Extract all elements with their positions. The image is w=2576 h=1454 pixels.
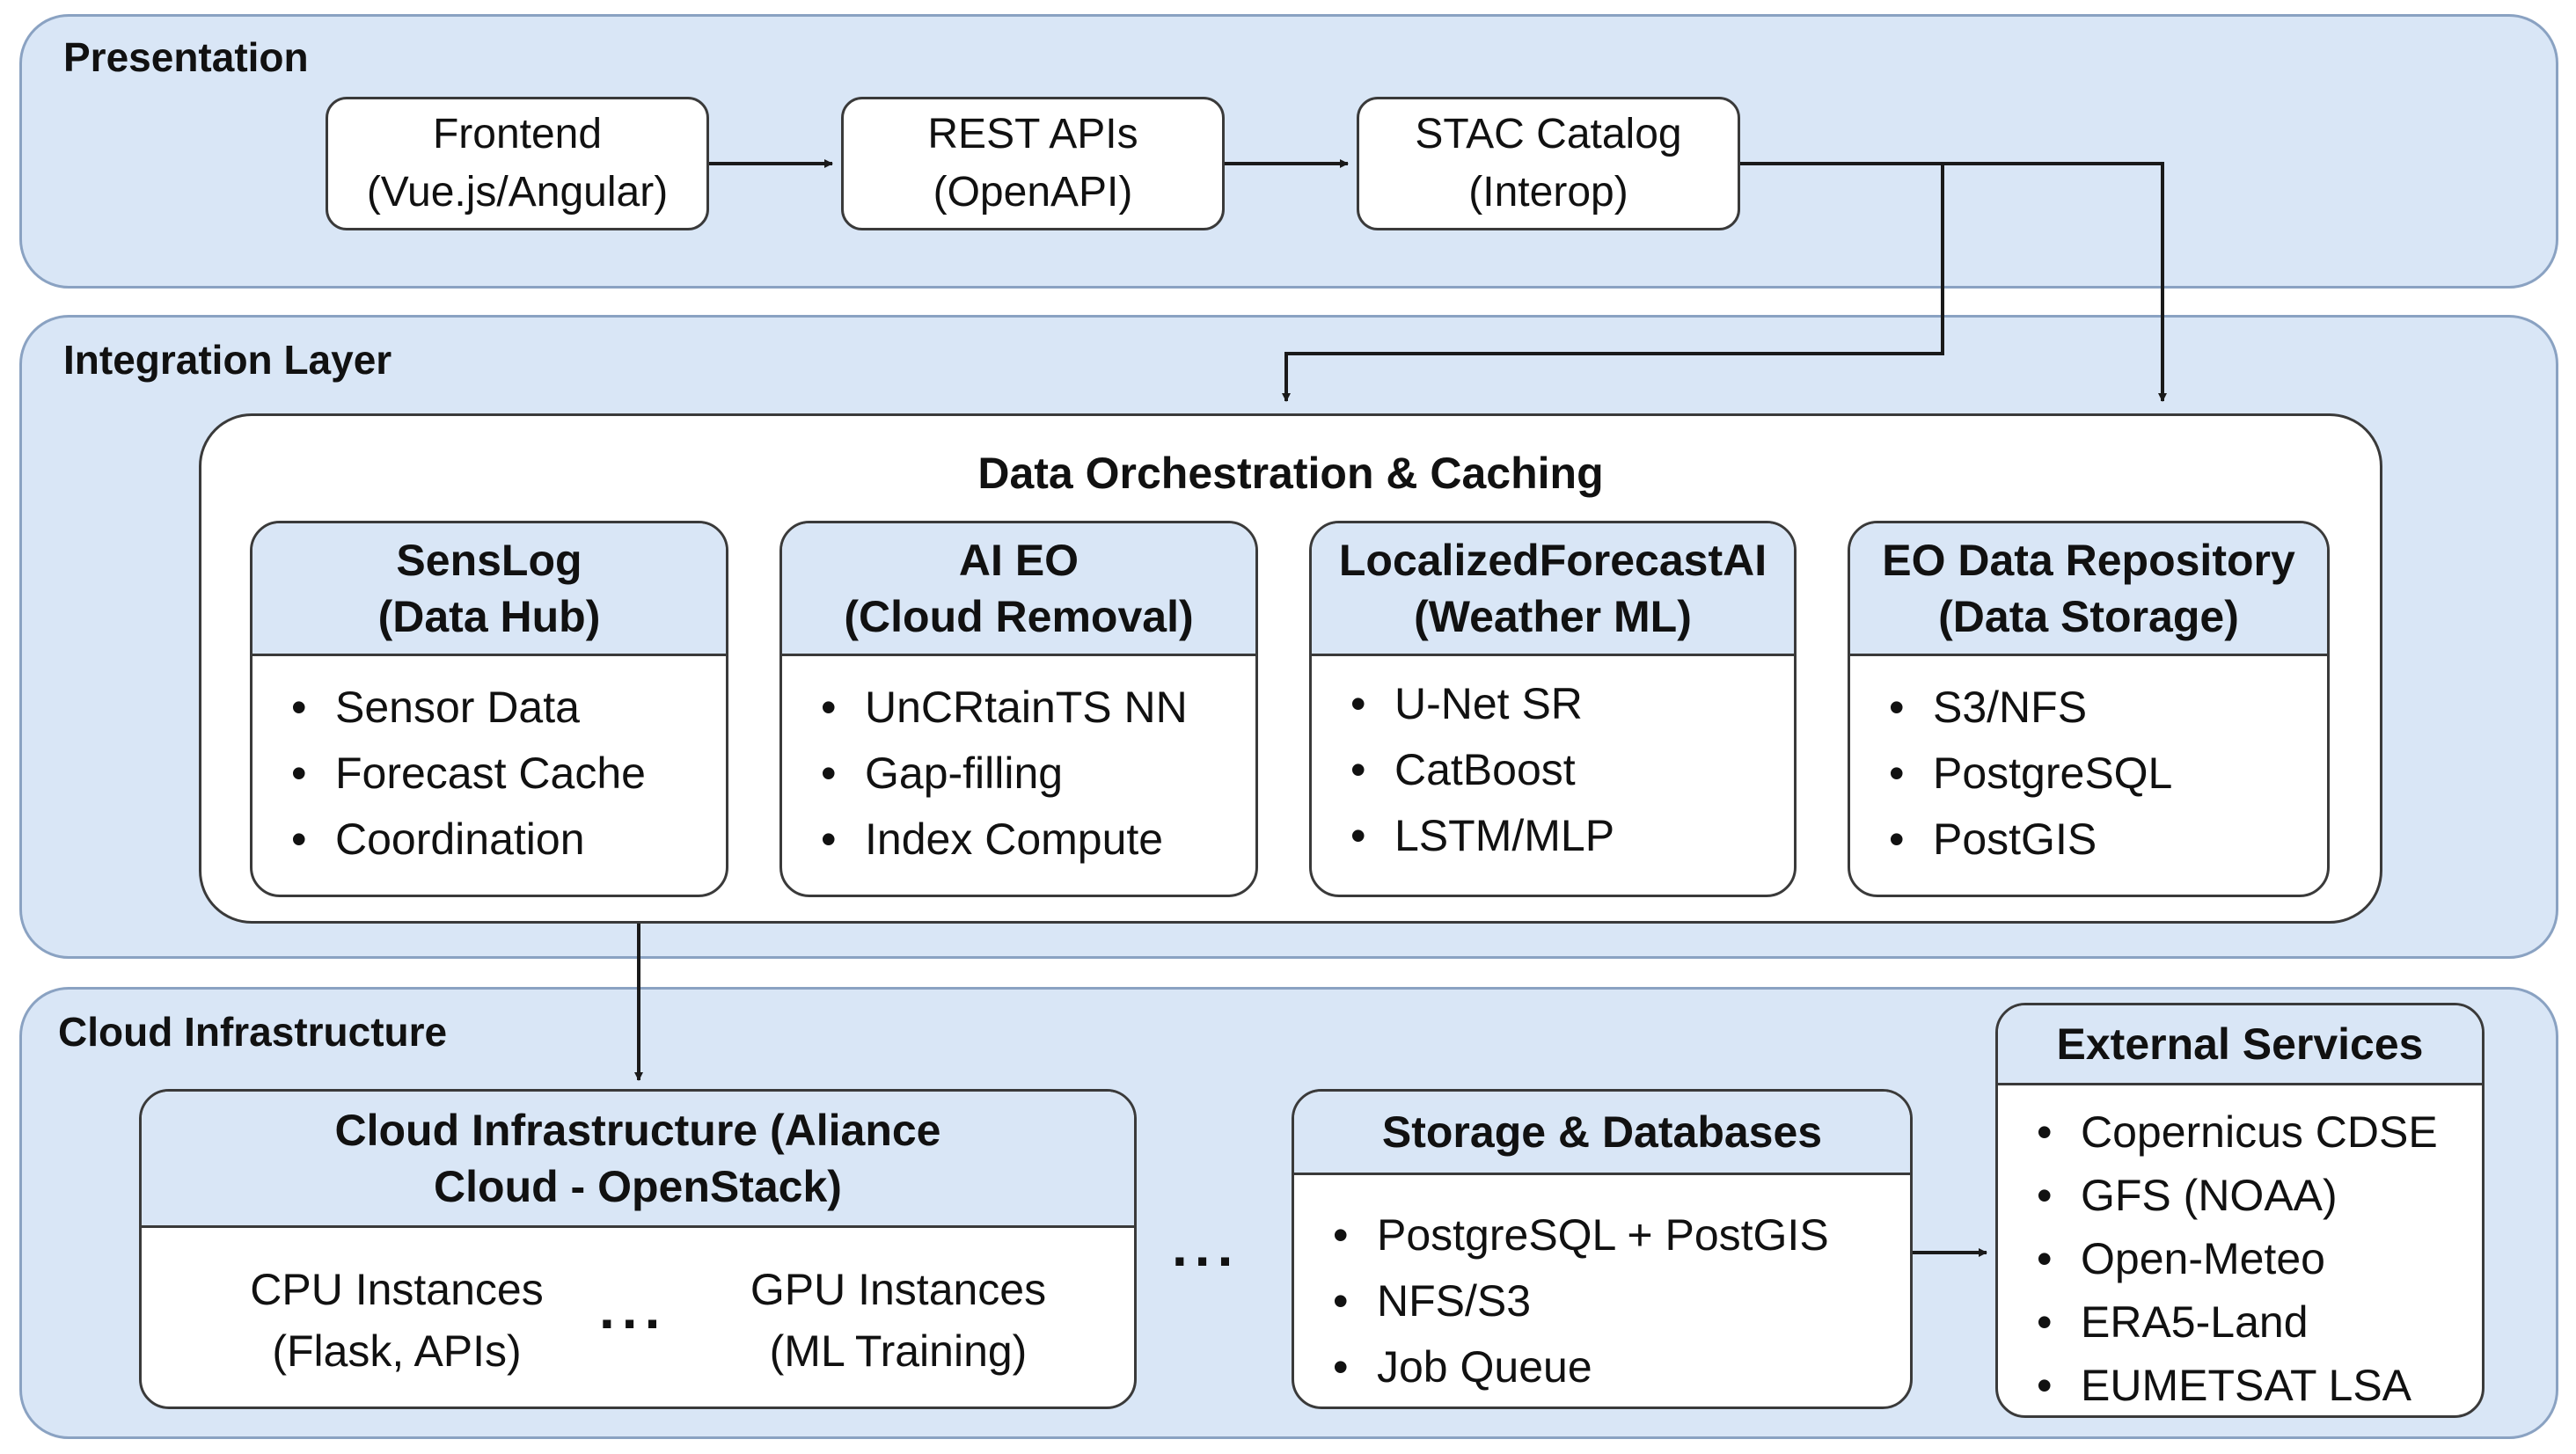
storage-databases-list: PostgreSQL + PostGIS NFS/S3 Job Queue <box>1294 1202 1910 1400</box>
senslog-header: SensLog (Data Hub) <box>252 523 726 656</box>
stac-catalog-node[interactable]: STAC Catalog (Interop) <box>1357 97 1740 230</box>
external-services-title: External Services <box>2056 1019 2424 1069</box>
list-item: Open-Meteo <box>1998 1227 2482 1290</box>
external-services-list: Copernicus CDSE GFS (NOAA) Open-Meteo ER… <box>1998 1100 2482 1415</box>
gpu-instances: GPU Instances (ML Training) <box>714 1259 1083 1382</box>
eo-data-repository-header: EO Data Repository (Data Storage) <box>1850 523 2327 656</box>
orchestration-title: Data Orchestration & Caching <box>977 449 1604 498</box>
list-item: EUMETSAT LSA <box>1998 1354 2482 1415</box>
list-item: PostgreSQL + PostGIS <box>1294 1202 1910 1268</box>
ai-eo-card[interactable]: AI EO (Cloud Removal) UnCRtainTS NN Gap-… <box>779 521 1258 897</box>
list-item: GFS (NOAA) <box>1998 1164 2482 1227</box>
ai-eo-list: UnCRtainTS NN Gap-filling Index Compute <box>782 675 1255 873</box>
arrow-stac-to-orchestration <box>1282 164 1944 402</box>
localized-forecast-ai-header: LocalizedForecastAI (Weather ML) <box>1312 523 1794 656</box>
cloud-infrastructure-title: Cloud Infrastructure (Aliance <box>334 1106 941 1155</box>
gpu-instances-sublabel: (ML Training) <box>769 1326 1028 1376</box>
ai-eo-subtitle: (Cloud Removal) <box>844 592 1194 641</box>
localized-forecast-ai-title: LocalizedForecastAI <box>1338 536 1767 585</box>
senslog-title: SensLog <box>396 536 582 585</box>
storage-databases-title: Storage & Databases <box>1381 1107 1823 1157</box>
gpu-instances-label: GPU Instances <box>750 1265 1047 1314</box>
ai-eo-header: AI EO (Cloud Removal) <box>782 523 1255 656</box>
rest-apis-label: REST APIs <box>927 111 1138 157</box>
instances-ellipsis: ... <box>599 1277 668 1341</box>
list-item: U-Net SR <box>1312 671 1794 737</box>
eo-data-repository-title: EO Data Repository <box>1882 536 2295 585</box>
presentation-layer-title: Presentation <box>63 34 309 80</box>
list-item: UnCRtainTS NN <box>782 675 1255 741</box>
integration-layer-title: Integration Layer <box>63 337 392 383</box>
external-services-card[interactable]: External Services Copernicus CDSE GFS (N… <box>1995 1003 2485 1418</box>
stac-catalog-label: STAC Catalog <box>1415 111 1682 157</box>
cloud-services-ellipsis: ... <box>1172 1215 1240 1278</box>
localized-forecast-ai-card[interactable]: LocalizedForecastAI (Weather ML) U-Net S… <box>1309 521 1797 897</box>
frontend-node[interactable]: Frontend (Vue.js/Angular) <box>326 97 709 230</box>
rest-apis-node[interactable]: REST APIs (OpenAPI) <box>841 97 1225 230</box>
eo-data-repository-subtitle: (Data Storage) <box>1938 592 2239 641</box>
eo-data-repository-list: S3/NFS PostgreSQL PostGIS <box>1850 675 2327 873</box>
arrow-stac-to-repository <box>1740 162 2167 402</box>
list-item: ERA5-Land <box>1998 1290 2482 1354</box>
localized-forecast-ai-subtitle: (Weather ML) <box>1414 592 1692 641</box>
cloud-infrastructure-header: Cloud Infrastructure (Aliance Cloud - Op… <box>142 1092 1134 1228</box>
localized-forecast-ai-list: U-Net SR CatBoost LSTM/MLP <box>1312 671 1794 869</box>
ai-eo-title: AI EO <box>958 536 1079 585</box>
list-item: Sensor Data <box>252 675 726 741</box>
cloud-layer-title: Cloud Infrastructure <box>58 1009 448 1055</box>
cpu-instances: CPU Instances (Flask, APIs) <box>221 1259 573 1382</box>
rest-apis-sublabel: (OpenAPI) <box>933 169 1133 216</box>
list-item: PostGIS <box>1850 807 2327 873</box>
senslog-card[interactable]: SensLog (Data Hub) Sensor Data Forecast … <box>250 521 728 897</box>
storage-databases-card[interactable]: Storage & Databases PostgreSQL + PostGIS… <box>1292 1089 1913 1409</box>
list-item: Coordination <box>252 807 726 873</box>
cloud-infrastructure-subtitle: Cloud - OpenStack) <box>434 1162 842 1211</box>
stac-catalog-sublabel: (Interop) <box>1468 169 1628 216</box>
cloud-infrastructure-card[interactable]: Cloud Infrastructure (Aliance Cloud - Op… <box>139 1089 1137 1409</box>
list-item: S3/NFS <box>1850 675 2327 741</box>
eo-data-repository-card[interactable]: EO Data Repository (Data Storage) S3/NFS… <box>1848 521 2330 897</box>
senslog-list: Sensor Data Forecast Cache Coordination <box>252 675 726 873</box>
frontend-sublabel: (Vue.js/Angular) <box>366 169 669 216</box>
cpu-instances-label: CPU Instances <box>250 1265 544 1314</box>
frontend-label: Frontend <box>432 111 603 157</box>
cpu-instances-sublabel: (Flask, APIs) <box>272 1326 522 1376</box>
list-item: NFS/S3 <box>1294 1268 1910 1334</box>
external-services-header: External Services <box>1998 1005 2482 1085</box>
list-item: LSTM/MLP <box>1312 803 1794 869</box>
list-item: Gap-filling <box>782 741 1255 807</box>
senslog-subtitle: (Data Hub) <box>377 592 601 641</box>
list-item: Index Compute <box>782 807 1255 873</box>
list-item: CatBoost <box>1312 737 1794 803</box>
list-item: Job Queue <box>1294 1334 1910 1400</box>
list-item: Copernicus CDSE <box>1998 1100 2482 1164</box>
list-item: PostgreSQL <box>1850 741 2327 807</box>
list-item: Forecast Cache <box>252 741 726 807</box>
storage-databases-header: Storage & Databases <box>1294 1092 1910 1175</box>
